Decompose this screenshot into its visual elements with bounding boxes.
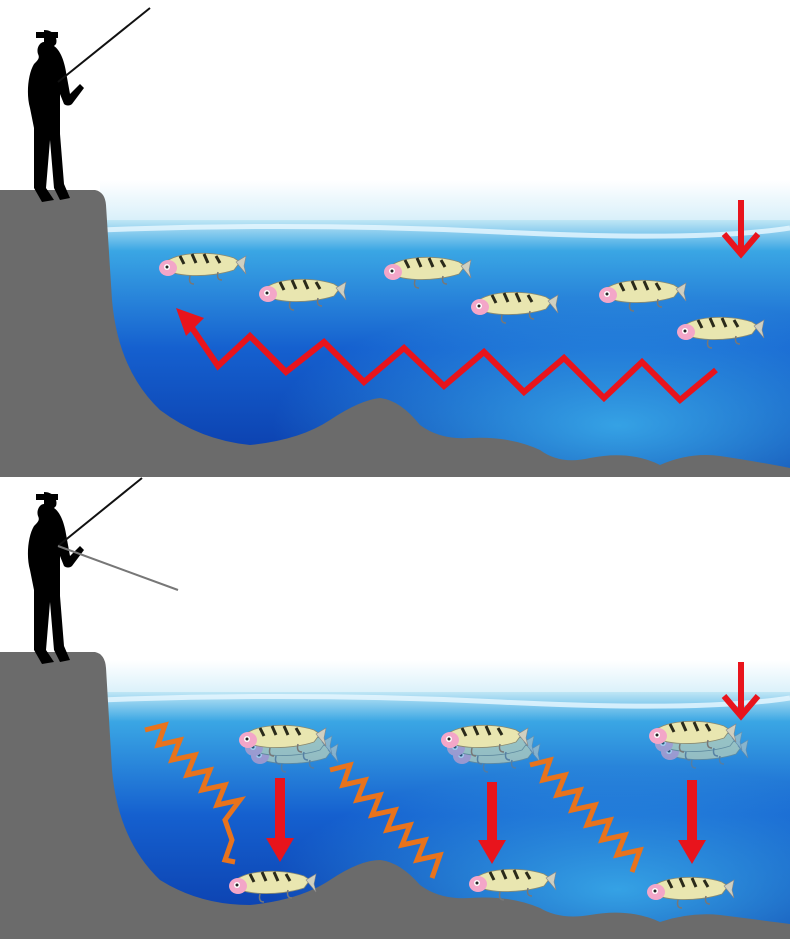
horizon (100, 180, 790, 220)
zigzag-retrieve-arrow-icon (176, 308, 718, 405)
fishing-rod-icon (57, 545, 179, 591)
vibration-wave-icon (144, 721, 644, 879)
panel-retrieve (0, 7, 790, 477)
angler-icon (27, 492, 84, 664)
fishing-rod-icon (57, 477, 143, 547)
rock-bottom (0, 652, 790, 939)
panel-lift-and-fall (0, 477, 790, 939)
sink-down-arrow-icon (266, 778, 706, 864)
rock-bottom (0, 190, 790, 477)
cast-down-arrow-icon (721, 200, 761, 259)
angler-icon (27, 30, 84, 202)
fishing-rod-icon (57, 7, 151, 83)
cast-down-arrow-icon (721, 662, 761, 721)
